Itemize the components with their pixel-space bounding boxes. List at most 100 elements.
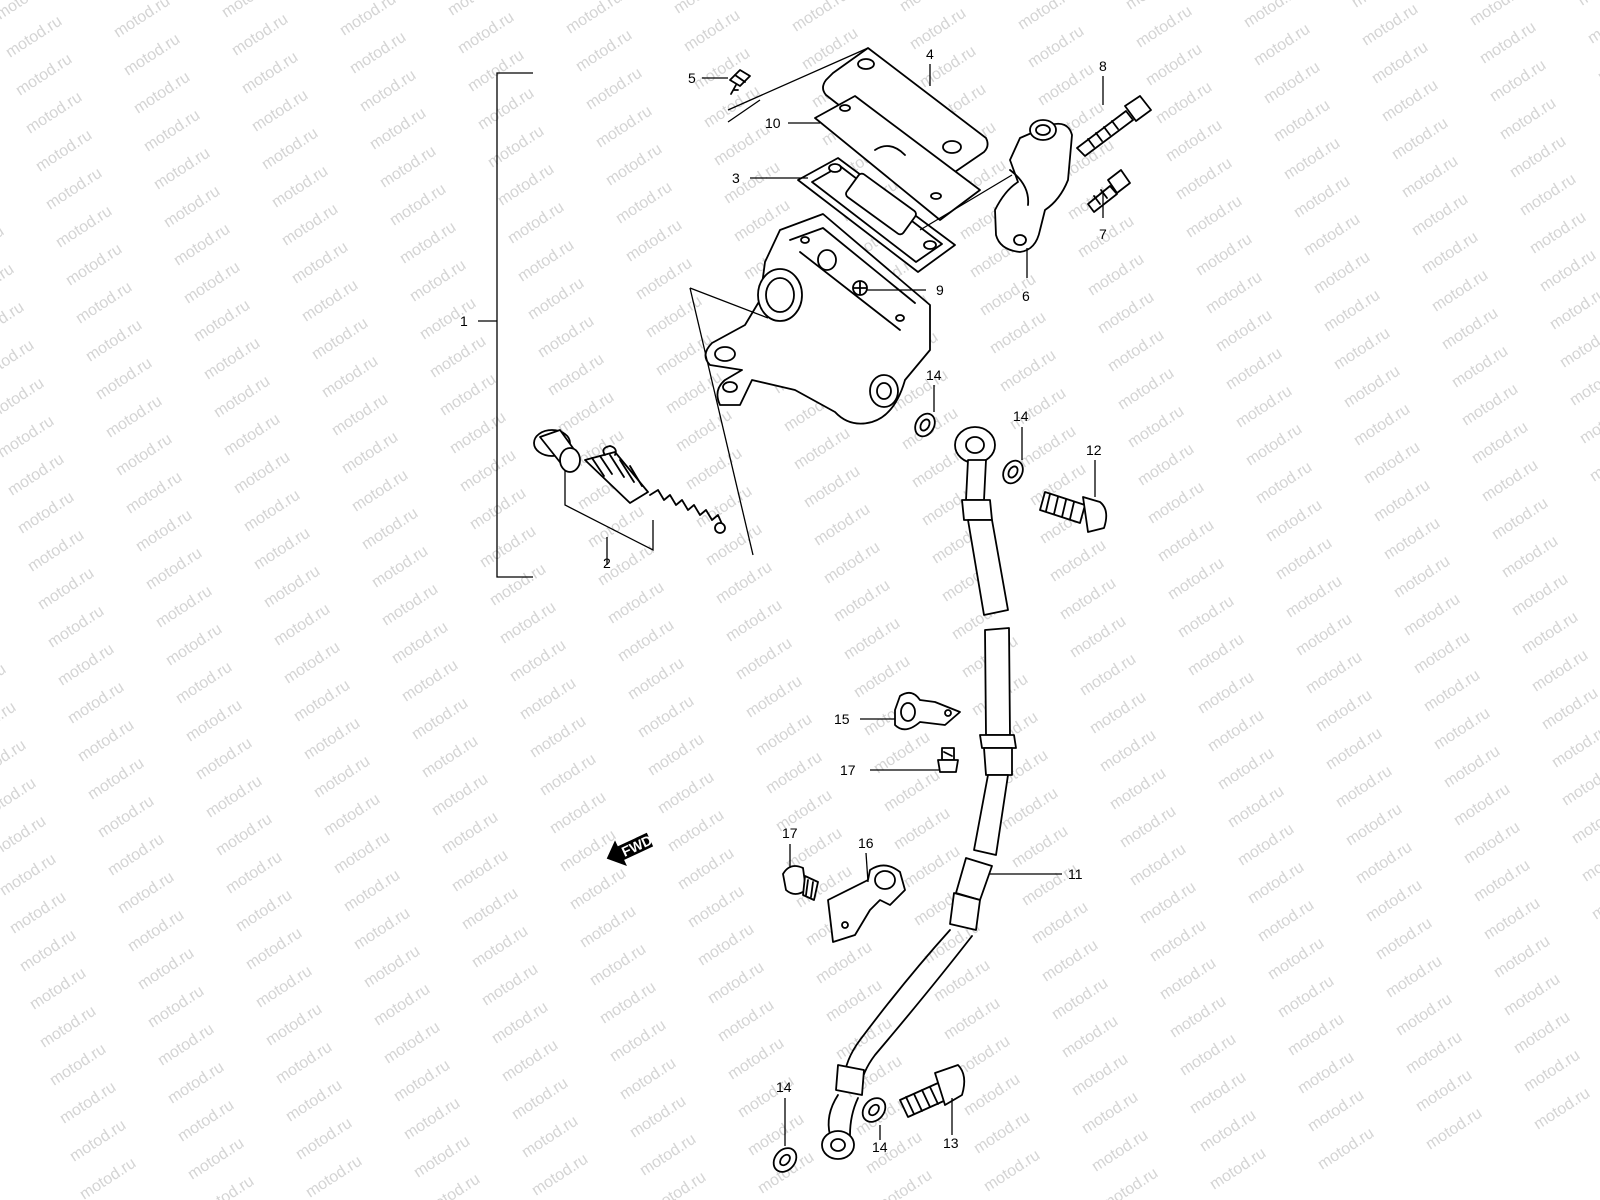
- watermark-text: motod.ru: [1213, 307, 1275, 356]
- watermark-text: motod.ru: [519, 1113, 581, 1162]
- watermark-text: motod.ru: [1361, 439, 1423, 488]
- watermark-text: motod.ru: [165, 1059, 227, 1108]
- callout-5: 5: [688, 70, 696, 86]
- watermark-text: motod.ru: [1291, 173, 1353, 222]
- watermark-text: motod.ru: [131, 69, 193, 118]
- watermark-text: motod.ru: [411, 1133, 473, 1182]
- callout-14-upper-right: 14: [1013, 408, 1029, 424]
- watermark-text: motod.ru: [249, 87, 311, 136]
- watermark-text: motod.ru: [1281, 135, 1343, 184]
- watermark-text: motod.ru: [1379, 77, 1441, 126]
- watermark-text: motod.ru: [1115, 365, 1177, 414]
- watermark-text: motod.ru: [151, 145, 213, 194]
- watermark-text: motod.ru: [555, 389, 617, 438]
- watermark-text: motod.ru: [203, 773, 265, 822]
- watermark-text: motod.ru: [507, 637, 569, 686]
- watermark-text: motod.ru: [133, 507, 195, 556]
- watermark-text: motod.ru: [0, 813, 49, 862]
- watermark-text: motod.ru: [7, 889, 69, 938]
- watermark-text: motod.ru: [715, 997, 777, 1046]
- watermark-text: motod.ru: [1491, 933, 1553, 982]
- watermark-text: motod.ru: [1411, 629, 1473, 678]
- callout-16: 16: [858, 835, 874, 851]
- callout-13: 13: [943, 1135, 959, 1151]
- watermark-text: motod.ru: [1489, 495, 1551, 544]
- watermark-text: motod.ru: [371, 981, 433, 1030]
- watermark-text: motod.ru: [997, 347, 1059, 396]
- watermark-text: motod.ru: [25, 527, 87, 576]
- watermark-text: motod.ru: [841, 615, 903, 664]
- watermark-text: motod.ru: [1009, 823, 1071, 872]
- watermark-text: motod.ru: [221, 411, 283, 460]
- watermark-text: motod.ru: [1305, 1087, 1367, 1136]
- watermark-text: motod.ru: [457, 447, 519, 496]
- watermark-text: motod.ru: [1569, 799, 1600, 848]
- watermark-text: motod.ru: [141, 107, 203, 156]
- watermark-text: motod.ru: [487, 561, 549, 610]
- watermark-text: motod.ru: [1401, 591, 1463, 640]
- watermark-text: motod.ru: [361, 943, 423, 992]
- watermark-text: motod.ru: [1353, 839, 1415, 888]
- callout-3: 3: [732, 170, 740, 186]
- watermark-text: motod.ru: [577, 903, 639, 952]
- watermark-text: motod.ru: [1235, 821, 1297, 870]
- watermark-text: motod.ru: [1517, 171, 1579, 220]
- watermark-text: motod.ru: [1067, 613, 1129, 662]
- watermark-text: motod.ru: [1507, 133, 1569, 182]
- watermark-text: motod.ru: [603, 141, 665, 190]
- watermark-text: motod.ru: [691, 45, 753, 94]
- callout-1: 1: [460, 313, 468, 329]
- watermark-text: motod.ru: [801, 463, 863, 512]
- guide-bolt-lower: [782, 865, 819, 901]
- watermark-text: motod.ru: [1479, 457, 1541, 506]
- watermark-text: motod.ru: [469, 923, 531, 972]
- watermark-text: motod.ru: [573, 27, 635, 76]
- watermark-text: motod.ru: [1187, 1069, 1249, 1118]
- watermark-text: motod.ru: [1313, 687, 1375, 736]
- watermark-text: motod.ru: [269, 163, 331, 212]
- watermark-text: motod.ru: [27, 965, 89, 1014]
- watermark-text: motod.ru: [1137, 879, 1199, 928]
- watermark-text: motod.ru: [409, 695, 471, 744]
- watermark-text: motod.ru: [1135, 441, 1197, 490]
- watermark-text: motod.ru: [753, 711, 815, 760]
- watermark-text: motod.ru: [613, 179, 675, 228]
- callout-8: 8: [1099, 58, 1107, 74]
- watermark-text: motod.ru: [213, 811, 275, 860]
- watermark-text: motod.ru: [5, 451, 67, 500]
- watermark-text: motod.ru: [633, 255, 695, 304]
- watermark-text: motod.ru: [1069, 1051, 1131, 1100]
- watermark-text: motod.ru: [63, 241, 125, 290]
- watermark-text: motod.ru: [281, 639, 343, 688]
- watermark-text: motod.ru: [105, 831, 167, 880]
- callout-15: 15: [834, 711, 850, 727]
- callout-2: 2: [603, 555, 611, 571]
- watermark-text: motod.ru: [1303, 649, 1365, 698]
- watermark-text: motod.ru: [1197, 1107, 1259, 1156]
- callout-14-lower-right: 14: [872, 1139, 888, 1155]
- watermark-text: motod.ru: [0, 375, 47, 424]
- watermark-text: motod.ru: [271, 601, 333, 650]
- watermark-text: motod.ru: [1391, 553, 1453, 602]
- watermark-text: motod.ru: [261, 563, 323, 612]
- watermark-text: motod.ru: [1035, 61, 1097, 110]
- watermark-text: motod.ru: [713, 559, 775, 608]
- watermark-text: motod.ru: [789, 0, 851, 35]
- watermark-text: motod.ru: [321, 791, 383, 840]
- watermark-text: motod.ru: [981, 1147, 1043, 1196]
- callout-14-lower-left: 14: [776, 1079, 792, 1095]
- watermark-text: motod.ru: [615, 617, 677, 666]
- watermark-text: motod.ru: [75, 717, 137, 766]
- watermark-text: motod.ru: [499, 1037, 561, 1086]
- watermark-text: motod.ru: [447, 409, 509, 458]
- watermark-text: motod.ru: [53, 203, 115, 252]
- watermark-text: motod.ru: [351, 905, 413, 954]
- watermark-text: motod.ru: [1117, 803, 1179, 852]
- watermark-text: motod.ru: [331, 829, 393, 878]
- watermark-text: motod.ru: [527, 713, 589, 762]
- watermark-text: motod.ru: [465, 47, 527, 96]
- watermark-text: motod.ru: [745, 1111, 807, 1160]
- watermark-text: motod.ru: [13, 51, 75, 100]
- watermark-text: motod.ru: [293, 1115, 355, 1164]
- watermark-text: motod.ru: [233, 887, 295, 936]
